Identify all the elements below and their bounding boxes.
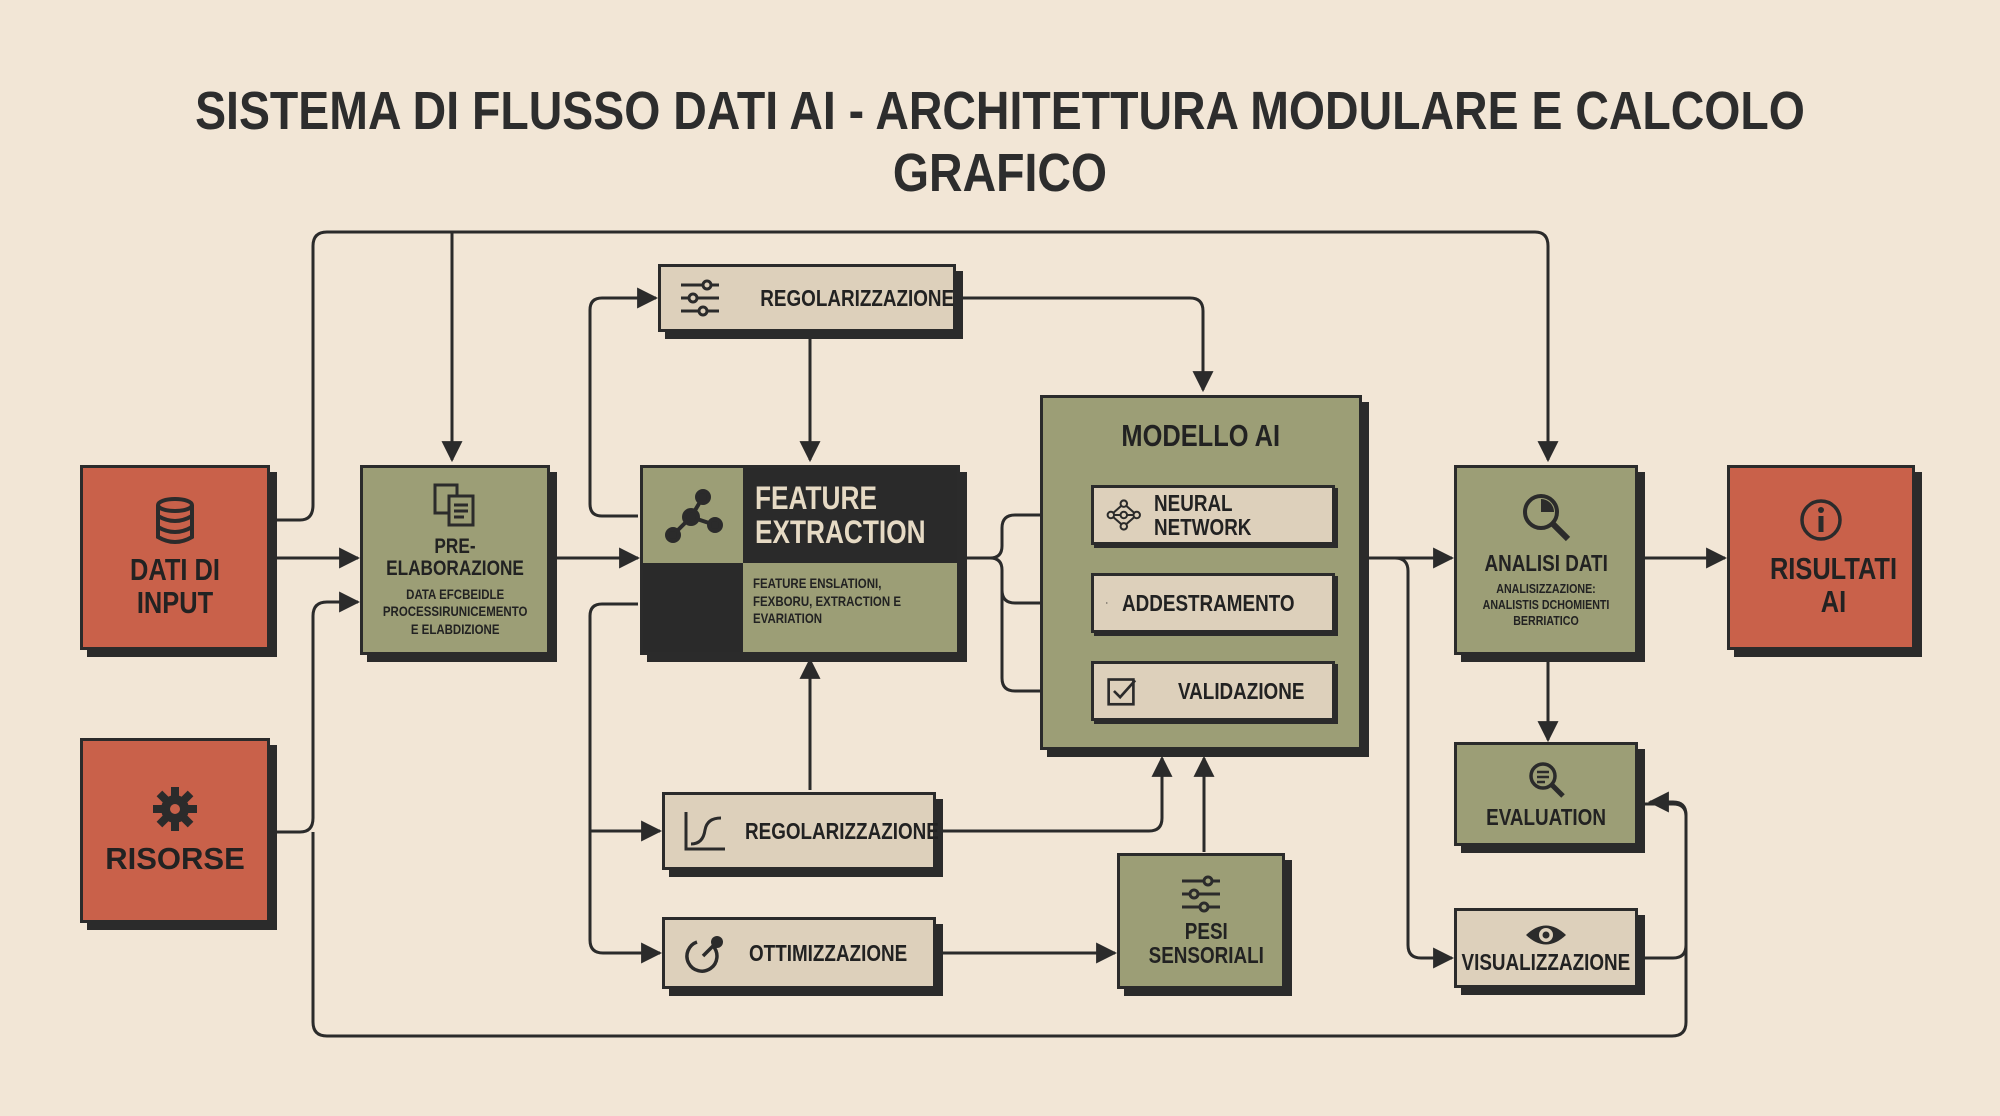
node-label: REGOLARIZZAZIONE — [745, 817, 939, 844]
node-label: OTTIMIZZAZIONE — [749, 939, 908, 966]
search-doc-icon — [1529, 762, 1565, 798]
node-ottimizzazione[interactable]: OTTIMIZZAZIONE — [662, 917, 936, 989]
item-neural-network[interactable]: NEURAL NETWORK — [1091, 485, 1335, 545]
node-description: FEATURE ENSLATIONI, FEXBORU, EXTRACTION … — [753, 575, 901, 626]
connector-risorse-loop — [272, 591, 361, 834]
node-label: FEATURE EXTRACTION — [755, 480, 926, 550]
curve-icon — [684, 812, 725, 851]
sliders-icon — [681, 279, 719, 317]
node-description: ANALISIZZAZIONE: ANALISTIS DCHOMIENTI BE… — [1482, 580, 1610, 629]
node-risultati-ai[interactable]: RISULTATI AI — [1727, 465, 1915, 650]
gear-icon — [153, 787, 197, 832]
gear-icon — [1106, 602, 1108, 604]
node-visualizzazione[interactable]: VISUALIZZAZIONE — [1454, 908, 1638, 988]
checkbox-icon — [1107, 678, 1137, 706]
node-label: ANALISI DATI — [1484, 549, 1608, 576]
node-regolarizzazione-bottom[interactable]: REGOLARIZZAZIONE — [662, 792, 939, 870]
node-label: RISORSE — [105, 841, 245, 877]
connector-modello-visual — [1394, 556, 1455, 969]
item-addestramento[interactable]: ADDESTRAMENTO — [1091, 573, 1335, 633]
node-description: DATA EFCBEIDLE PROCESSIRUNICEMENTO E ELA… — [382, 585, 528, 637]
node-risorse[interactable]: RISORSE — [80, 738, 270, 923]
diagram-title: SISTEMA DI FLUSSO DATI AI - ARCHITETTURA… — [195, 81, 1805, 203]
documents-icon — [433, 483, 475, 527]
connector-regtop-modello — [960, 296, 1214, 393]
network-icon — [665, 488, 723, 543]
node-label: PRE-ELABORAZIONE — [386, 534, 524, 580]
database-icon — [156, 496, 194, 544]
optimize-icon — [685, 936, 723, 973]
feature-desc-cell: FEATURE ENSLATIONI, FEXBORU, EXTRACTION … — [743, 563, 957, 652]
eye-icon — [1526, 925, 1566, 945]
node-label: DATI DI INPUT — [130, 551, 220, 620]
feature-icon-cell — [643, 468, 743, 563]
neural-network-icon — [1106, 499, 1141, 531]
node-analisi-dati[interactable]: ANALISI DATI ANALISIZZAZIONE: ANALISTIS … — [1454, 465, 1638, 655]
node-pre-elaborazione[interactable]: PRE-ELABORAZIONE DATA EFCBEIDLE PROCESSI… — [360, 465, 550, 655]
connector-bus-lower — [588, 602, 663, 964]
node-feature-extraction[interactable]: FEATURE EXTRACTION FEATURE ENSLATIONI, F… — [640, 465, 960, 655]
item-label: VALIDAZIONE — [1177, 677, 1305, 704]
sliders-icon — [1182, 875, 1220, 913]
node-pesi-sensoriali[interactable]: PESI SENSORIALI — [1117, 853, 1285, 989]
node-label: REGOLARIZZAZIONE — [760, 284, 955, 311]
item-label: NEURAL NETWORK — [1153, 489, 1252, 540]
node-label: PESI SENSORIALI — [1148, 917, 1264, 968]
magnifier-chart-icon — [1523, 493, 1571, 541]
node-label: VISUALIZZAZIONE — [1461, 948, 1631, 975]
item-label: ADDESTRAMENTO — [1121, 589, 1295, 616]
node-label: EVALUATION — [1486, 803, 1606, 830]
item-validazione[interactable]: VALIDAZIONE — [1091, 661, 1335, 721]
connector-visual-evaluation — [1640, 791, 1688, 960]
node-dati-input[interactable]: DATI DI INPUT — [80, 465, 270, 650]
node-regolarizzazione-top[interactable]: REGOLARIZZAZIONE — [658, 264, 956, 332]
node-label: MODELLO AI — [1121, 418, 1281, 453]
node-evaluation[interactable]: EVALUATION — [1454, 742, 1638, 846]
node-label: RISULTATI AI — [1769, 550, 1898, 619]
info-icon — [1800, 499, 1842, 541]
